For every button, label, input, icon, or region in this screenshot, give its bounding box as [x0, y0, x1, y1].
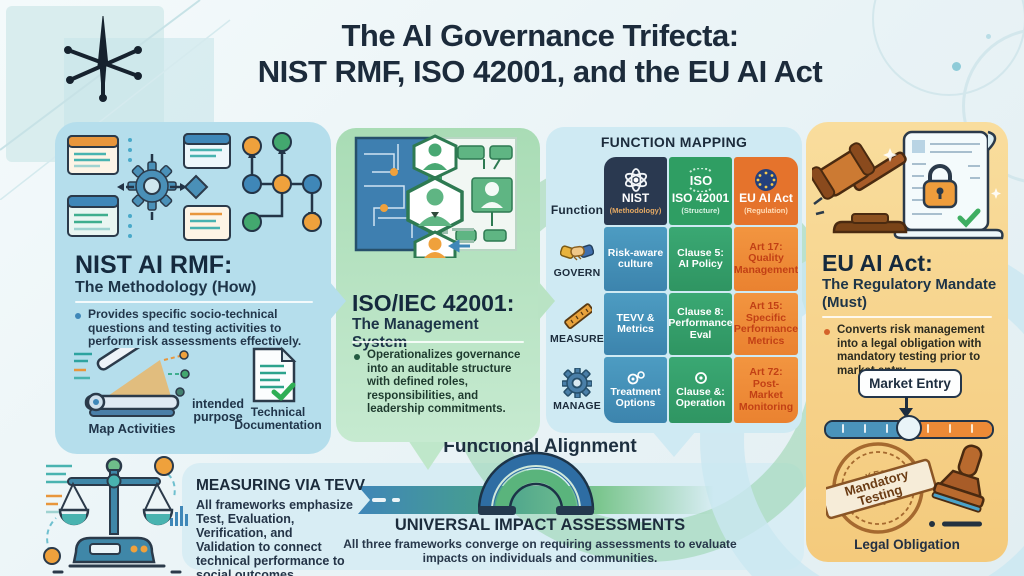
cell-text: Risk-aware culture: [607, 246, 664, 270]
nist-bullet: Provides specific socio-technical questi…: [75, 307, 321, 349]
govern-label: GOVERN: [553, 267, 601, 279]
gavel-scroll-illustration: [812, 130, 1004, 240]
ruler-icon: [564, 303, 592, 330]
cell-text: Clause &: Operation: [675, 385, 726, 409]
atom-icon: [624, 167, 647, 192]
caption-map-activities: Map Activities: [88, 421, 176, 436]
mapping-table: Function NIST (Methodology) ISO ISO 4200…: [550, 157, 798, 423]
tevv-heading: MEASURING VIA TEVV: [196, 477, 366, 494]
iso-heading: ISO/IEC 42001:: [352, 290, 515, 316]
universal-impact-heading: UNIVERSAL IMPACT ASSESSMENTS: [394, 516, 686, 534]
bullet-dot: [75, 313, 81, 319]
nist-column-header: NIST (Methodology): [604, 157, 667, 225]
page-title: The AI Governance Trifecta: NIST RMF, IS…: [120, 18, 960, 90]
nist-flowchart-illustration: [67, 132, 322, 241]
manage-nist-cell: Treatment Options: [604, 357, 667, 423]
bridge-arch-illustration: [478, 451, 595, 515]
cell-text: Art 17: Quality Management: [733, 240, 799, 276]
nist-arrow-tip: [329, 281, 346, 321]
rubber-stamp-icon: [931, 444, 985, 513]
decor-dot: [986, 34, 991, 39]
timeline-knob[interactable]: [896, 415, 922, 441]
technical-doc-icon: [252, 346, 297, 403]
market-entry-tag: Market Entry: [858, 369, 962, 398]
nist-subheading: The Methodology (How): [75, 279, 257, 296]
caption-technical-documentation: Technical Documentation: [234, 405, 322, 432]
balance-scale-illustration: [43, 456, 188, 574]
tevv-body: All frameworks emphasize Test, Evaluatio…: [196, 498, 354, 576]
nist-divider: [75, 301, 313, 303]
cell-text: Art 72: Post-Market Monitoring: [738, 366, 794, 413]
measure-label: MEASURE: [550, 333, 604, 345]
caption-legal-obligation: Legal Obligation: [854, 537, 960, 552]
iso-logo: ISO: [688, 167, 713, 192]
nist-heading: NIST AI RMF:: [75, 251, 233, 279]
handshake-icon: [560, 244, 594, 261]
cell-text: TEVV & Metrics: [616, 311, 655, 335]
title-line-2: NIST RMF, ISO 42001, and the EU AI Act: [257, 54, 823, 89]
iso-orgchart-illustration: [354, 134, 517, 258]
universal-impact-body: All three frameworks converge on requiri…: [343, 537, 737, 565]
eu-column-sub: (Regulation): [744, 205, 788, 215]
gear-outline-icon: [694, 371, 707, 384]
iso-bullet-text: Operationalizes governance into an audit…: [367, 349, 521, 415]
govern-row-label: GOVERN: [552, 227, 602, 291]
govern-nist-cell: Risk-aware culture: [604, 227, 667, 291]
function-column-header: Function: [550, 157, 604, 225]
iso-column-header: ISO ISO 42001 (Structure): [669, 157, 732, 225]
gear-icon: [562, 368, 592, 398]
measure-row-label: MEASURE: [550, 293, 604, 355]
eu-column-header: EU AI Act (Regulation): [734, 157, 798, 225]
eu-heading: EU AI Act:: [822, 250, 933, 276]
bullet-dot: [354, 354, 360, 360]
cell-text: Clause 8: Performance Eval: [668, 305, 733, 341]
mandatory-testing-stamp: MARKET ENTRY ETAL DQI REVIEW Mandatory T…: [826, 442, 985, 534]
function-label: Function: [550, 203, 604, 217]
manage-label: MANAGE: [553, 400, 601, 412]
eu-subheading: The Regulatory Mandate (Must): [822, 276, 997, 311]
iso-bottom-tail: [408, 440, 448, 470]
measure-iso-cell: Clause 8: Performance Eval: [668, 293, 733, 355]
iso-bullet: Operationalizes governance into an audit…: [354, 349, 526, 417]
eu-divider: [822, 316, 992, 318]
govern-eu-cell: Art 17: Quality Management: [734, 227, 798, 291]
manage-row-label: MANAGE: [552, 357, 602, 423]
alignment-flow-arrow: [358, 486, 714, 514]
decor-dot: [952, 62, 961, 71]
title-line-1: The AI Governance Trifecta:: [341, 18, 739, 53]
nist-column-name: NIST: [621, 190, 650, 205]
cell-text: Art 15: Specific Performance Metrics: [733, 300, 799, 347]
iso-column-name: ISO 42001: [671, 190, 730, 205]
measure-eu-cell: Art 15: Specific Performance Metrics: [734, 293, 798, 355]
gears-icon: [627, 370, 645, 384]
cell-text: Treatment Options: [610, 385, 661, 409]
measure-nist-cell: TEVV & Metrics: [604, 293, 667, 355]
caption-intended-purpose: intended purpose: [191, 397, 245, 424]
eu-stars-icon: [755, 168, 777, 191]
nist-column-sub: (Methodology): [609, 205, 662, 215]
timeline-post-market: [909, 422, 992, 437]
scanner-illustration: [74, 348, 190, 417]
compass-star-icon: [64, 15, 142, 103]
bullet-dot: [824, 329, 830, 335]
iso-logo-text: ISO: [689, 173, 711, 188]
manage-iso-cell: Clause &: Operation: [669, 357, 732, 423]
timeline-pre-market: [826, 422, 909, 437]
govern-iso-cell: Clause 5: AI Policy: [669, 227, 732, 291]
market-entry-arrow: [905, 397, 908, 409]
iso-subheading: The Management System: [352, 316, 479, 351]
mapping-title: FUNCTION MAPPING: [600, 134, 748, 150]
iso-divider: [352, 341, 524, 343]
decor-diagonal-lines: [0, 0, 231, 200]
manage-eu-cell: Art 72: Post-Market Monitoring: [734, 357, 798, 423]
mapping-bottom-tail: [652, 431, 696, 457]
eu-column-name: EU AI Act: [739, 190, 793, 205]
iso-column-sub: (Structure): [681, 205, 720, 215]
cell-text: Clause 5: AI Policy: [677, 246, 724, 270]
nist-bullet-text: Provides specific socio-technical questi…: [88, 307, 302, 348]
iso-arrow-tip: [538, 281, 555, 321]
market-entry-arrowhead: [899, 408, 913, 418]
